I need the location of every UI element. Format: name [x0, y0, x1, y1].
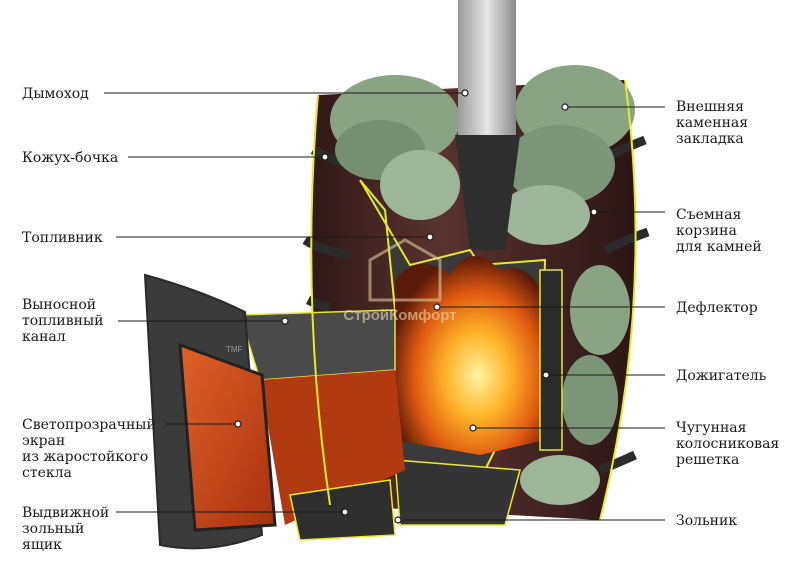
leader-lines [104, 92, 665, 521]
label-cast-iron-grate: Чугунная колосниковая решетка [676, 420, 780, 468]
label-remote-channel: Выносной топливный канал [22, 297, 104, 345]
label-afterburner: Дожигатель [676, 368, 767, 384]
label-deflector: Дефлектор [676, 300, 758, 316]
label-stone-basket: Съемная корзина для камней [676, 207, 762, 255]
fire [395, 256, 545, 455]
glass-screen-panel [178, 342, 277, 532]
door-plate: TMF [226, 345, 243, 354]
chimney-pipe [458, 0, 516, 140]
label-ash-pan: Зольник [676, 513, 738, 529]
afterburner-wall [539, 269, 563, 451]
watermark-logo: СтройКомфорт [343, 238, 457, 324]
label-outer-stones: Внешняя каменная закладка [676, 99, 749, 147]
leader-dots [234, 89, 598, 524]
label-glass-screen: Светопрозрачный экран из жаростойкого ст… [22, 417, 156, 481]
label-firebox: Топливник [22, 230, 103, 246]
ash-pan-body [394, 459, 521, 526]
watermark-text: СтройКомфорт [343, 307, 456, 324]
stone-fill-top [330, 65, 635, 505]
label-chimney: Дымоход [22, 86, 89, 102]
label-barrel-casing: Кожух-бочка [22, 150, 119, 166]
label-ash-drawer: Выдвижной зольный ящик [22, 505, 110, 553]
